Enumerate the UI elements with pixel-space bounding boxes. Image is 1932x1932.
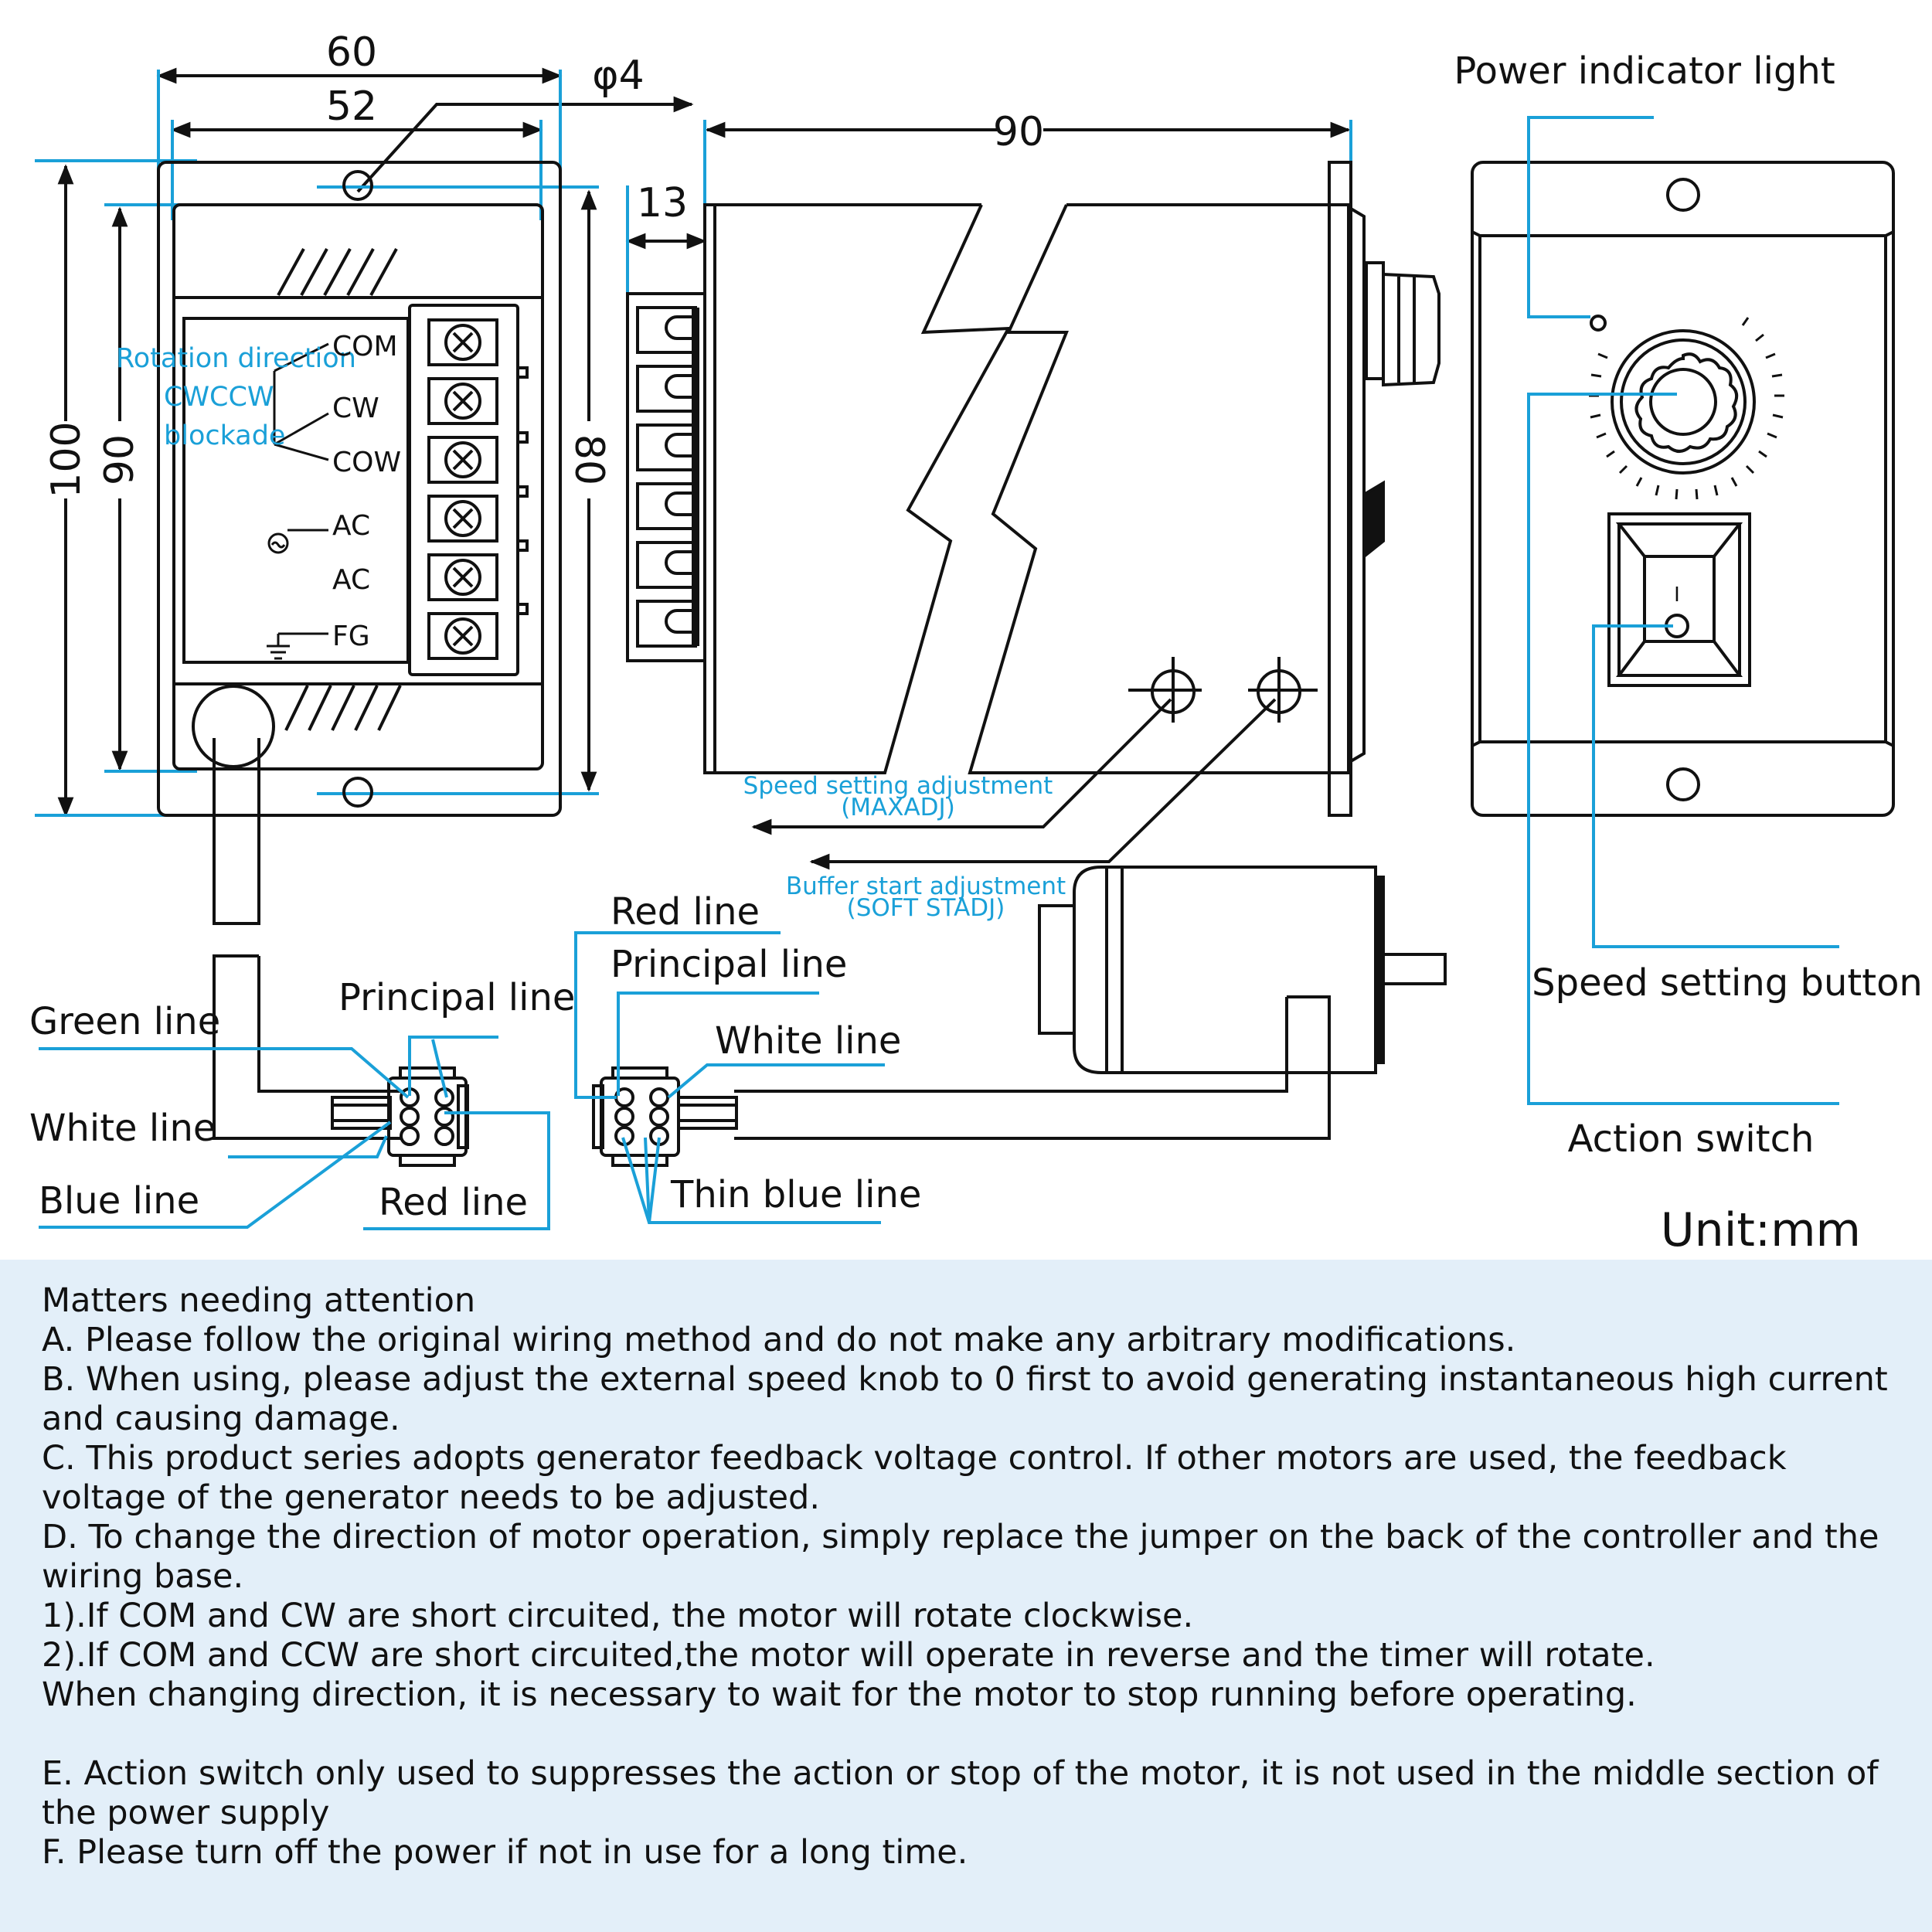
right-connector <box>592 1066 738 1167</box>
panel-labels: Rotation direction CWCCW blockade COM CW… <box>116 331 401 652</box>
terminal-ac1-label: AC <box>332 510 370 542</box>
note-line: 1).If COM and CW are short circuited, th… <box>42 1597 1194 1635</box>
dim-90-side: 90 <box>97 434 143 485</box>
front-leaders <box>1527 116 1839 1105</box>
motor <box>734 866 1447 1140</box>
note-line: D. To change the direction of motor oper… <box>42 1518 1879 1556</box>
dim-52: 52 <box>326 83 377 130</box>
extension-lines <box>35 70 1352 817</box>
dim-phi4-label: φ4 <box>592 53 644 99</box>
dim-90-top: 90 <box>993 109 1044 155</box>
terminal-ac2-label: AC <box>332 564 370 596</box>
thin-blue-line-label: Thin blue line <box>670 1173 921 1216</box>
buffer-start-adjustment-label: Buffer start adjustment <box>786 872 1066 900</box>
action-switch-label: Action switch <box>1568 1117 1815 1161</box>
dim-80: 80 <box>566 434 612 485</box>
terminal-screw <box>427 436 529 498</box>
controller-back-panel <box>157 161 562 925</box>
note-line: C. This product series adopts generator … <box>42 1439 1787 1478</box>
note-line: 2).If COM and CCW are short circuited,th… <box>42 1636 1655 1675</box>
notes-title: Matters needing attention <box>42 1281 476 1320</box>
red-line-left-label: Red line <box>379 1181 528 1224</box>
note-line: the power supply <box>42 1794 330 1832</box>
dim-100: 100 <box>43 421 90 498</box>
white-line-left-label: White line <box>29 1107 216 1150</box>
dim-60: 60 <box>326 29 377 76</box>
terminal-fg-label: FG <box>332 621 370 652</box>
terminal-screw <box>427 318 529 379</box>
terminal-screw <box>427 377 529 444</box>
note-line: F. Please turn off the power if not in u… <box>42 1833 968 1872</box>
power-indicator-label: Power indicator light <box>1454 49 1835 93</box>
green-line-label: Green line <box>29 1000 220 1043</box>
unit-label: Unit:mm <box>1661 1203 1861 1257</box>
switch-mark: I <box>1674 583 1680 607</box>
rotation-direction-label: Rotation direction <box>116 343 356 374</box>
soft-stadj-label: (SOFT STADJ) <box>847 894 1005 922</box>
controller-side-view <box>626 161 1440 870</box>
note-blank <box>42 1715 1912 1754</box>
terminal-com-label: COM <box>332 331 398 362</box>
blockade-label: blockade <box>164 420 285 451</box>
dimension-labels: 60 52 φ4 90 13 100 90 80 <box>43 29 1044 498</box>
front-labels: Power indicator light Speed setting butt… <box>1454 49 1923 1161</box>
cwccw-label: CWCCW <box>164 382 274 413</box>
note-line: B. When using, please adjust the externa… <box>42 1360 1888 1399</box>
note-line: A. Please follow the original wiring met… <box>42 1321 1516 1359</box>
blue-line-label: Blue line <box>39 1179 199 1223</box>
speed-setting-button-label: Speed setting button <box>1532 961 1923 1005</box>
maxadj-label: (MAXADJ) <box>841 794 955 821</box>
terminal-symbols <box>267 342 329 660</box>
principal-line-left-label: Principal line <box>338 976 575 1019</box>
terminal-screw <box>427 612 498 660</box>
dim-13: 13 <box>637 180 688 226</box>
principal-line-right-label: Principal line <box>611 943 847 986</box>
terminal-screw <box>427 495 529 552</box>
wire-leaders <box>39 931 885 1230</box>
terminal-screw <box>427 553 529 615</box>
notes-section: Matters needing attention A. Please foll… <box>0 1260 1932 1932</box>
white-line-right-label: White line <box>715 1019 901 1063</box>
terminal-cow-label: COW <box>332 447 401 478</box>
note-line: E. Action switch only used to suppresses… <box>42 1754 1879 1793</box>
notes-text: Matters needing attention A. Please foll… <box>42 1281 1912 1872</box>
note-line: and causing damage. <box>42 1400 400 1438</box>
terminal-cw-label: CW <box>332 393 379 424</box>
wire-labels: Green line Principal line White line Blu… <box>29 890 921 1224</box>
speed-setting-adjustment-label: Speed setting adjustment <box>743 772 1053 800</box>
red-line-right-label: Red line <box>611 890 760 934</box>
diagram-canvas: 60 52 φ4 90 13 100 90 80 <box>29 29 1923 1257</box>
terminal-screws <box>427 318 529 660</box>
wiring-diagram: 60 52 φ4 90 13 100 90 80 <box>29 29 1923 1257</box>
note-line: wiring base. <box>42 1557 244 1596</box>
adjust-labels: Speed setting adjustment (MAXADJ) Buffer… <box>743 772 1066 922</box>
note-line: voltage of the generator needs to be adj… <box>42 1478 820 1517</box>
controller-front-view <box>1471 161 1895 817</box>
power-indicator-light <box>1590 315 1607 332</box>
note-line: When changing direction, it is necessary… <box>42 1675 1637 1714</box>
